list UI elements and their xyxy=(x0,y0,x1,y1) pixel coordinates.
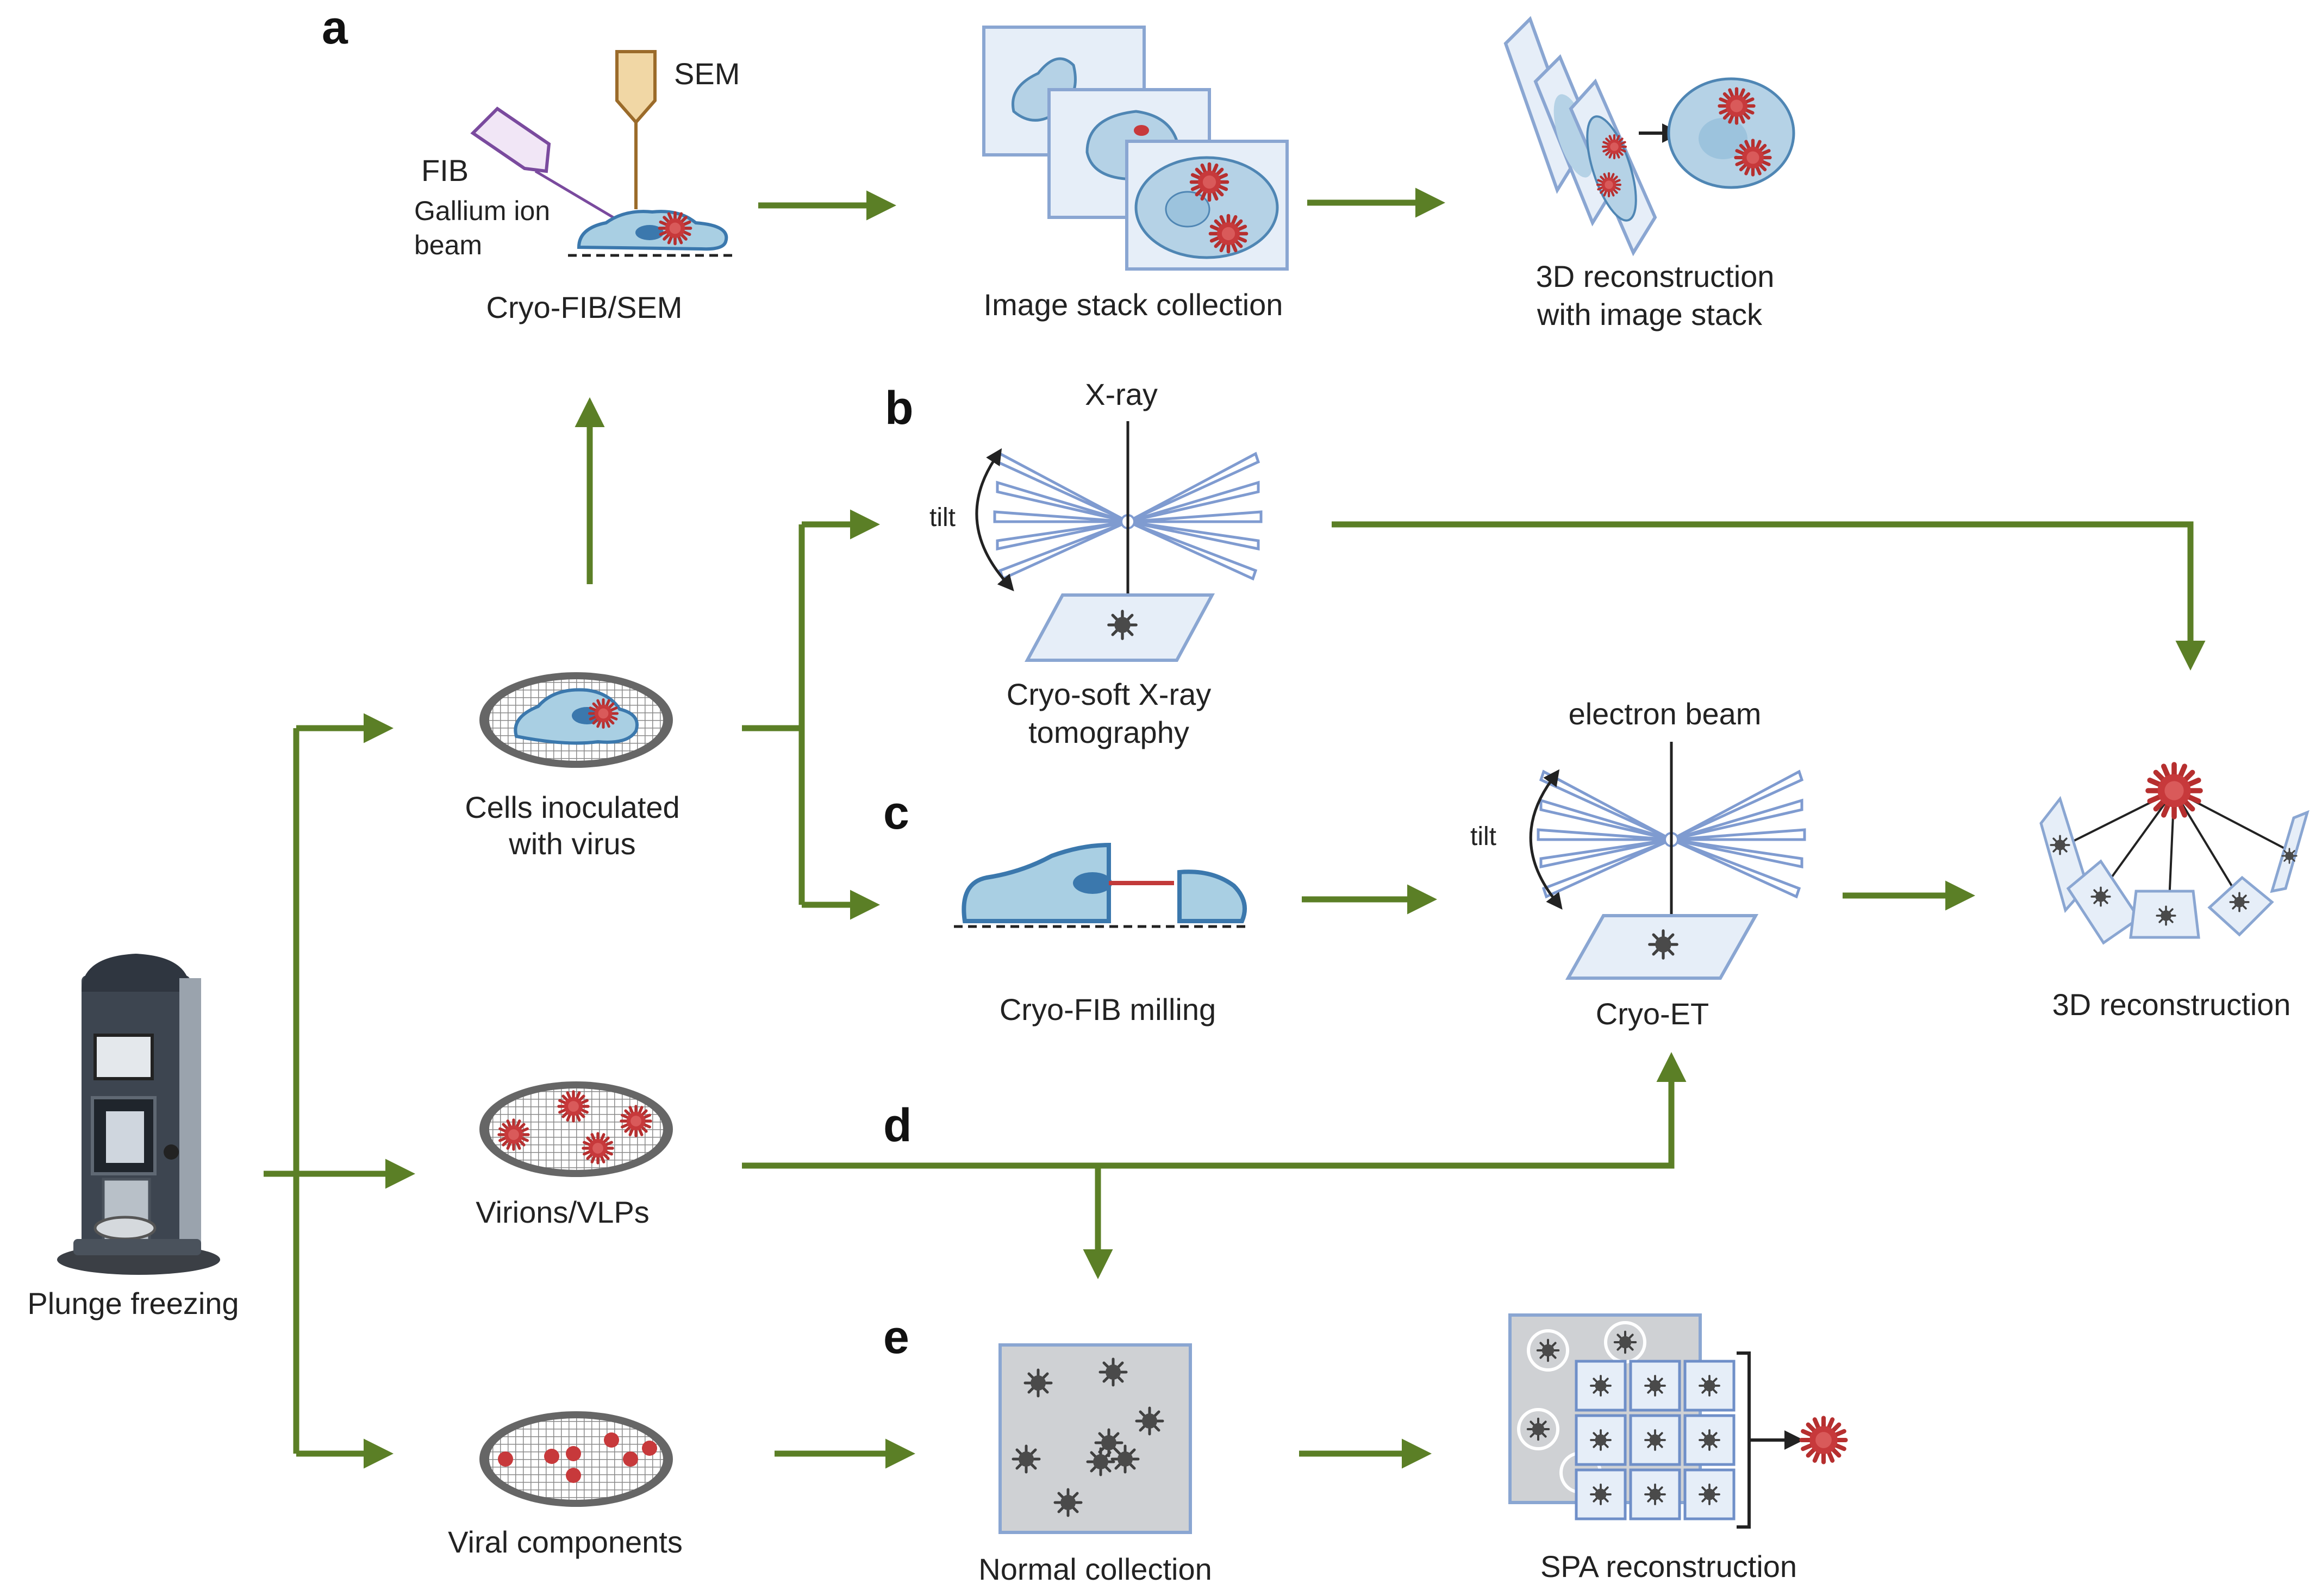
label-plunge-freezing: Plunge freezing xyxy=(27,1286,239,1320)
label-cryo-fib-sem: Cryo-FIB/SEM xyxy=(486,290,683,324)
arrow-xray-to-recon xyxy=(1332,521,2206,671)
label-image-stack: Image stack collection xyxy=(984,287,1283,322)
label-electron-beam: electron beam xyxy=(1569,697,1762,731)
label-soft-xray-line1: Cryo-soft X-ray xyxy=(1007,677,1212,711)
arrow-cells-branch xyxy=(742,524,805,905)
recon-with-stack-illustration: 3D reconstruction with image stack xyxy=(1503,16,1795,331)
label-fib: FIB xyxy=(421,153,469,187)
soft-xray-illustration: X-ray tilt Cryo-soft X-ray tomography xyxy=(929,377,1261,749)
label-recon-stack-line1: 3D reconstruction xyxy=(1536,259,1775,293)
label-cells-line1: Cells inoculated xyxy=(465,790,679,824)
label-cryo-fib-milling: Cryo-FIB milling xyxy=(1000,992,1216,1027)
label-gallium-line2: beam xyxy=(414,230,482,260)
panel-a: a xyxy=(322,2,348,54)
label-sem: SEM xyxy=(674,57,740,91)
arrow-virions-route xyxy=(742,1052,1687,1169)
label-virions: Virions/VLPs xyxy=(476,1195,650,1229)
panel-c: c xyxy=(883,787,909,839)
3d-reconstruction-illustration: 3D reconstruction xyxy=(2039,765,2309,1022)
spa-reconstruction-illustration: SPA reconstruction xyxy=(1508,1313,1846,1584)
virions-grid xyxy=(479,1081,673,1177)
arrow-plunge-trunk xyxy=(264,728,299,1454)
label-xray: X-ray xyxy=(1085,377,1158,411)
label-normal-collection: Normal collection xyxy=(978,1552,1212,1586)
cryo-fib-sem-illustration: SEM FIB Gallium ion beam Cryo-FIB/SEM xyxy=(414,50,740,324)
label-cells-line2: with virus xyxy=(508,827,635,861)
label-3d-reconstruction: 3D reconstruction xyxy=(2052,987,2291,1022)
spa-class-grid xyxy=(1575,1360,1736,1520)
label-cryo-et: Cryo-ET xyxy=(1596,997,1709,1031)
label-tilt-c: tilt xyxy=(1470,822,1496,851)
viral-components-grid xyxy=(479,1411,673,1507)
label-soft-xray-line2: tomography xyxy=(1028,715,1189,749)
panel-d: d xyxy=(883,1099,912,1151)
image-stack-illustration: Image stack collection xyxy=(982,26,1289,322)
flow-arrows xyxy=(264,187,2206,1469)
label-viral-components: Viral components xyxy=(448,1525,683,1559)
label-gallium-line1: Gallium ion xyxy=(414,196,550,226)
label-spa-reconstruction: SPA reconstruction xyxy=(1540,1549,1797,1584)
label-tilt-b: tilt xyxy=(929,503,956,532)
cells-grid xyxy=(479,672,673,768)
cryo-fib-milling-illustration: Cryo-FIB milling xyxy=(954,842,1247,1027)
panel-letters: a b c d e xyxy=(322,2,914,1363)
plunge-freezer-illustration: Plunge freezing xyxy=(27,954,239,1320)
panel-b: b xyxy=(885,382,914,434)
panel-e: e xyxy=(883,1311,909,1363)
normal-collection-illustration: Normal collection xyxy=(978,1343,1212,1586)
cryo-et-illustration: electron beam tilt Cryo-ET xyxy=(1470,697,1805,1031)
label-recon-stack-line2: with image stack xyxy=(1537,297,1763,331)
